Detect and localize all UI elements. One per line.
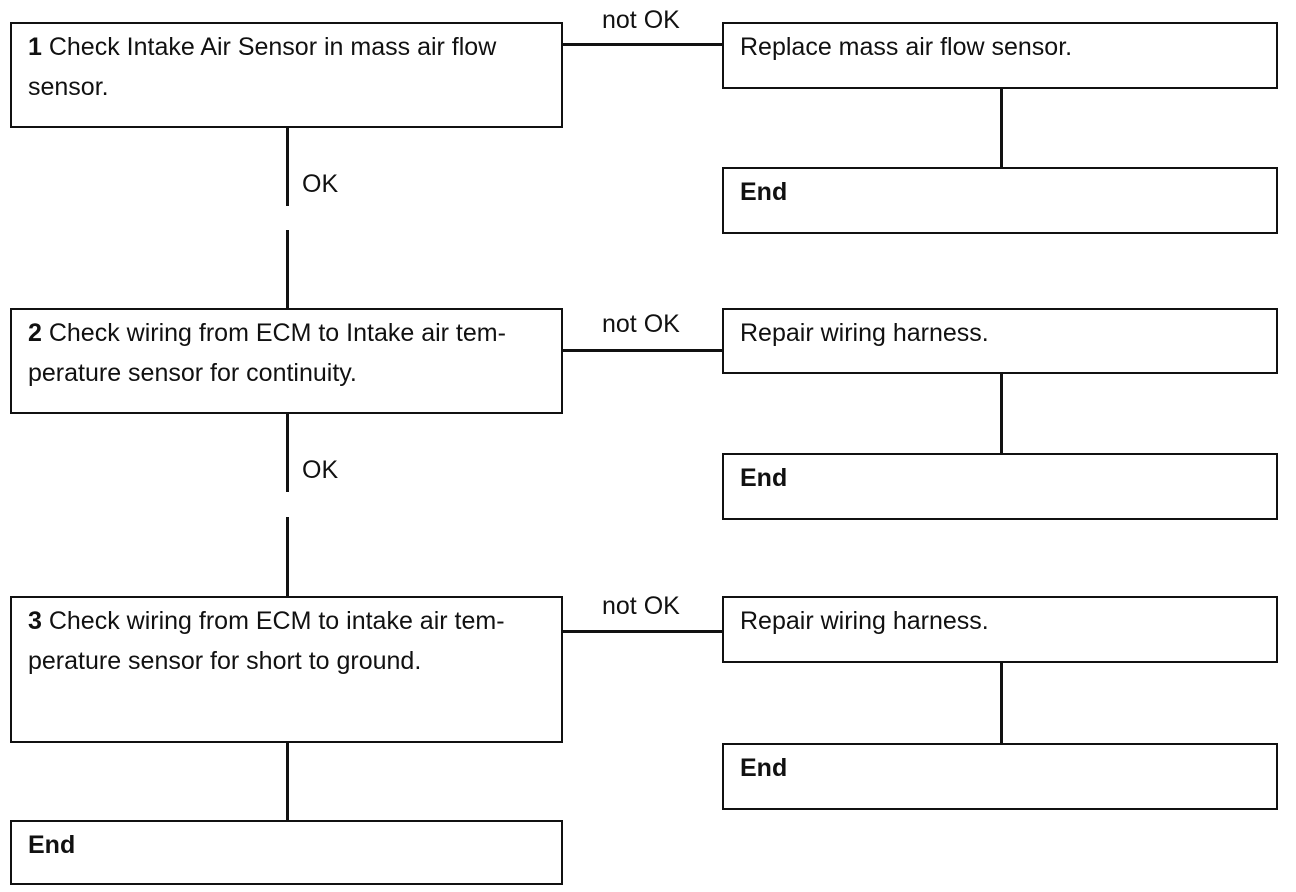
step-3-fail-action-text: Repair wiring harness. (740, 607, 989, 635)
step-1-fail-action-box: Replace mass air flow sensor. (722, 22, 1278, 89)
step-3-fail-end-box: End (722, 743, 1278, 810)
step-2-fail-end-text: End (740, 464, 788, 492)
step-2-fail-connector (563, 349, 723, 352)
step-1-fail-end-text: End (740, 178, 788, 206)
step-2-box: 2 Check wiring from ECM to Intake air te… (10, 308, 563, 414)
step-2-fail-label: not OK (602, 310, 680, 338)
step-2-number: 2 (28, 319, 42, 347)
step-3-pass-connector (286, 743, 289, 821)
step-2-fail-action-box: Repair wiring harness. (722, 308, 1278, 374)
step-1-pass-label: OK (302, 170, 339, 198)
step-2-text: Check wiring from ECM to Intake air tem-… (28, 319, 506, 387)
step-1-number: 1 (28, 33, 42, 61)
step-3-text: Check wiring from ECM to intake air tem-… (28, 607, 505, 675)
final-end-box: End (10, 820, 563, 885)
step-1-fail-end-connector (1000, 89, 1003, 168)
step-2-pass-connector-upper (286, 414, 289, 492)
step-3-number: 3 (28, 607, 42, 635)
step-2-fail-action-text: Repair wiring harness. (740, 319, 989, 347)
step-3-fail-label: not OK (602, 592, 680, 620)
step-1-fail-end-box: End (722, 167, 1278, 234)
step-1-pass-connector-upper (286, 128, 289, 206)
step-3-fail-end-connector (1000, 663, 1003, 744)
step-1-fail-label: not OK (602, 6, 680, 34)
step-1-pass-connector-lower (286, 230, 289, 308)
final-end-text: End (28, 831, 76, 859)
step-3-fail-connector (563, 630, 723, 633)
step-1-text: Check Intake Air Sensor in mass air flow… (28, 33, 497, 101)
step-3-fail-action-box: Repair wiring harness. (722, 596, 1278, 663)
step-1-fail-action-text: Replace mass air flow sensor. (740, 33, 1073, 61)
step-2-fail-end-box: End (722, 453, 1278, 520)
step-2-fail-end-connector (1000, 374, 1003, 454)
step-1-fail-connector (563, 43, 723, 46)
step-3-box: 3 Check wiring from ECM to intake air te… (10, 596, 563, 743)
step-2-pass-label: OK (302, 456, 339, 484)
step-3-fail-end-text: End (740, 754, 788, 782)
step-2-pass-connector-lower (286, 517, 289, 597)
step-1-box: 1 Check Intake Air Sensor in mass air fl… (10, 22, 563, 128)
